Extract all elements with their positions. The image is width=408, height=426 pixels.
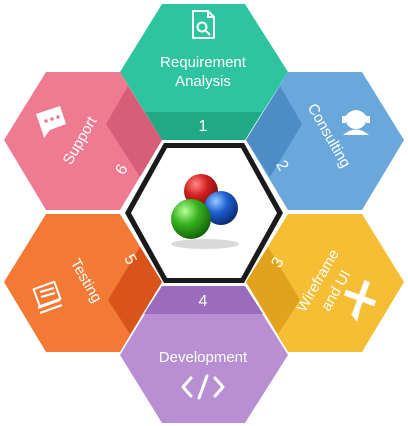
hexagon-development bbox=[120, 286, 288, 423]
step-requirement-analysis: Requirement Analysis 1 bbox=[120, 4, 288, 140]
step-1-title-line-1: Requirement bbox=[160, 54, 247, 71]
wireframe-tools-icon bbox=[343, 280, 377, 322]
step-development: 4 Development bbox=[120, 286, 288, 423]
document-search-icon bbox=[192, 10, 215, 39]
testing-screen-icon bbox=[32, 280, 63, 314]
colored-spheres-logo bbox=[171, 174, 239, 249]
number-band-5 bbox=[108, 247, 162, 334]
step-wireframe-ui: Wireframe and UI 3 bbox=[246, 214, 404, 352]
code-brackets-icon bbox=[181, 374, 225, 400]
number-band-1 bbox=[145, 112, 262, 140]
step-testing: Testing 5 bbox=[4, 214, 162, 352]
number-band-3 bbox=[246, 247, 300, 334]
number-band-4 bbox=[144, 286, 263, 314]
step-1-number: 1 bbox=[199, 118, 208, 135]
chat-support-icon bbox=[36, 106, 66, 138]
hexagon-requirement-analysis bbox=[120, 4, 288, 140]
center-hub bbox=[125, 143, 283, 283]
number-band-2 bbox=[246, 86, 302, 177]
step-support: Support 6 bbox=[4, 72, 162, 210]
step-4-number: 4 bbox=[199, 293, 208, 310]
step-4-title-line-1: Development bbox=[159, 349, 248, 366]
step-consulting: Consulting 2 bbox=[246, 72, 404, 210]
step-1-title-line-2: Analysis bbox=[175, 73, 231, 90]
number-band-6 bbox=[106, 86, 162, 177]
consultant-headset-icon bbox=[342, 110, 370, 135]
